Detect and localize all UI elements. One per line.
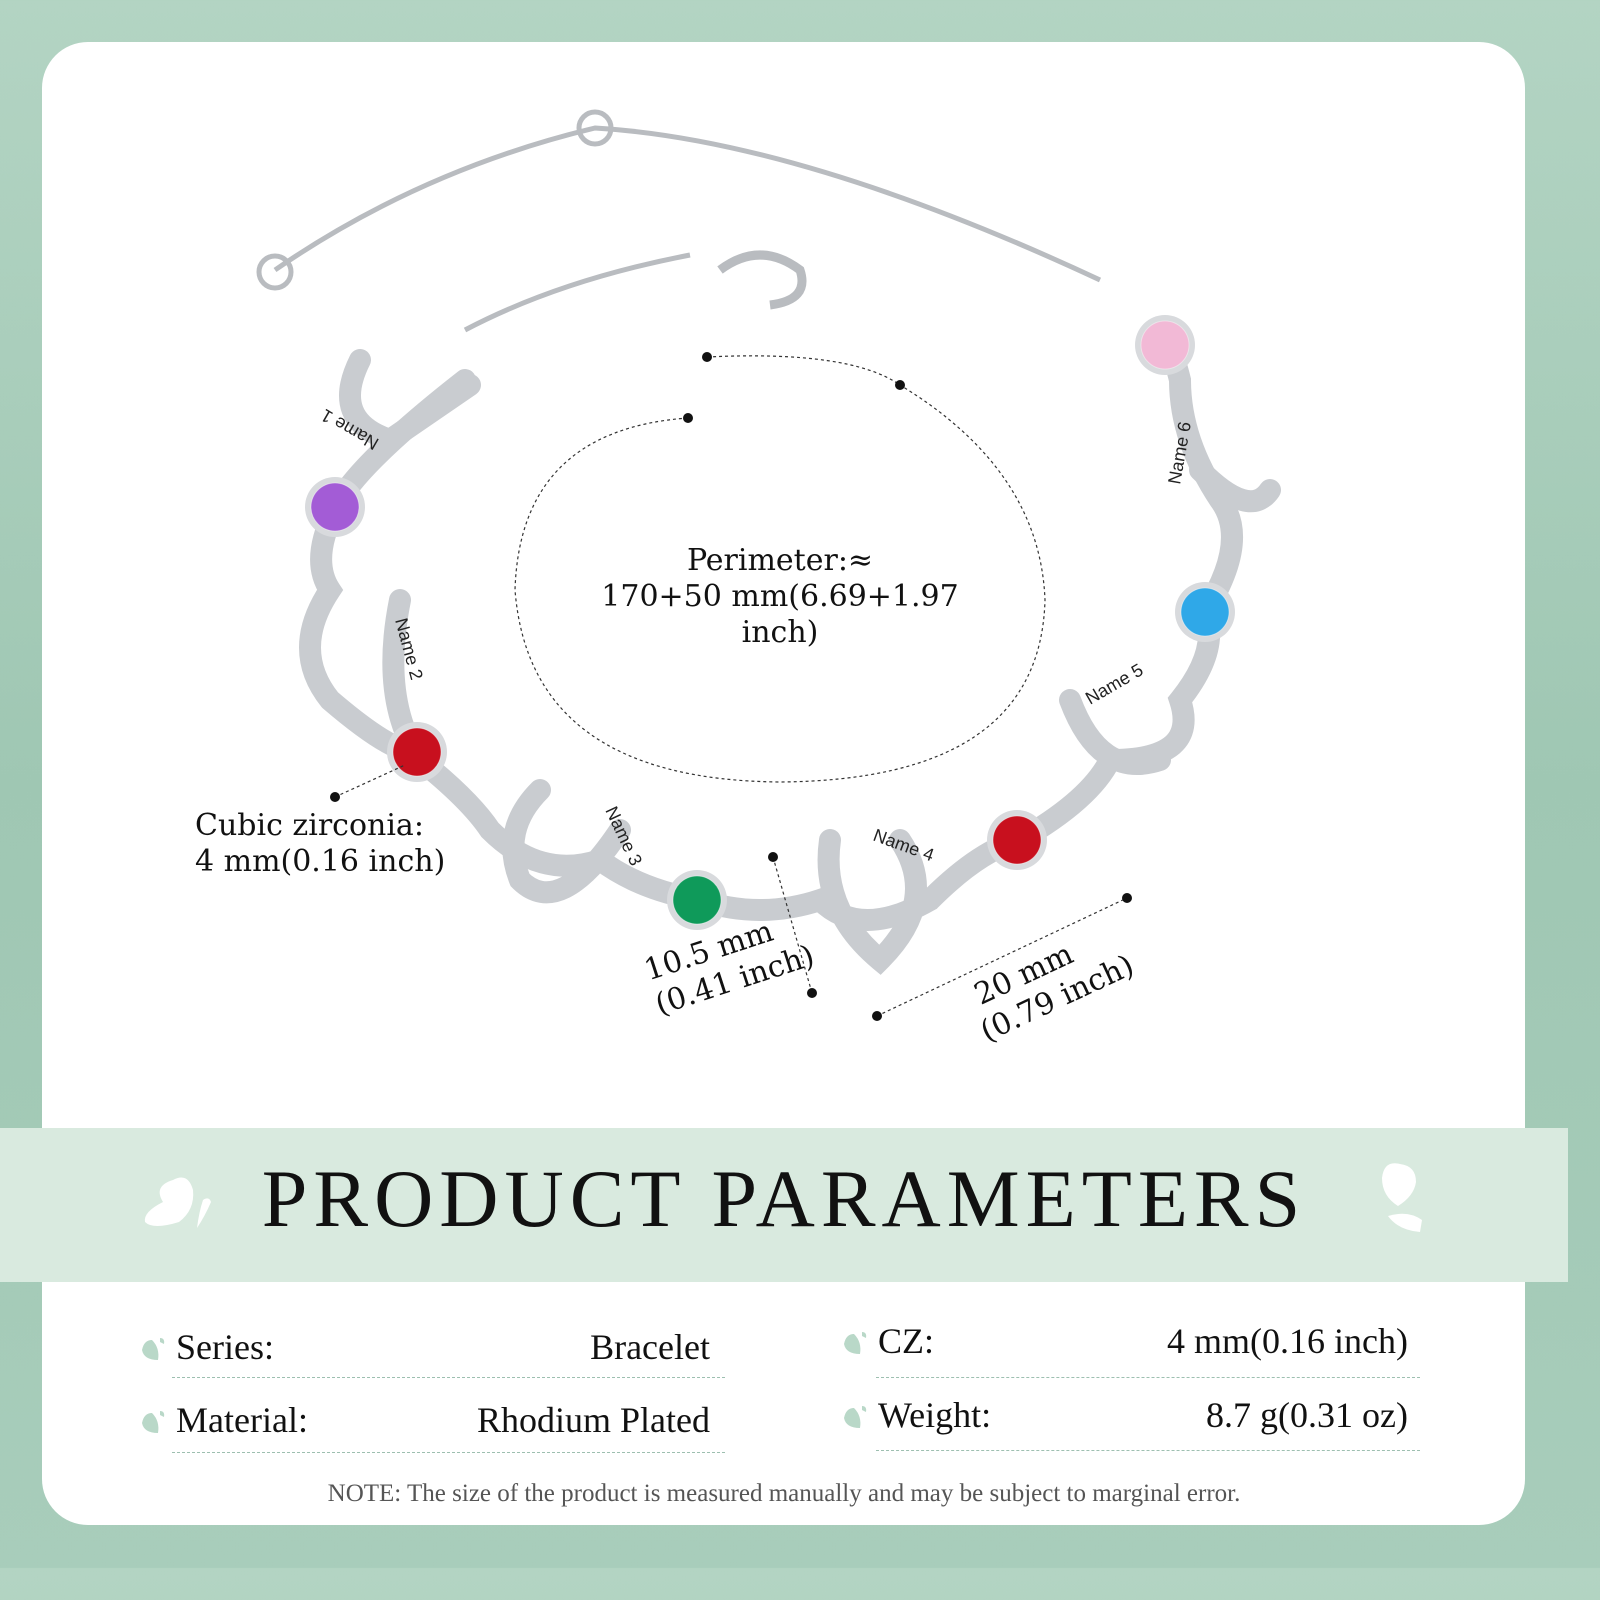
gemstone	[992, 815, 1042, 865]
heart-bullet-icon	[142, 1338, 165, 1360]
param-value: 8.7 g(0.31 oz)	[1206, 1395, 1408, 1435]
page-title: PRODUCT PARAMETERS	[261, 1153, 1307, 1244]
param-row-weight: Weight: 8.7 g(0.31 oz)	[842, 1394, 1408, 1438]
divider	[172, 1452, 725, 1453]
heart-leaf-icon	[1382, 1163, 1422, 1232]
param-label: CZ:	[878, 1321, 935, 1361]
bracelet-image: Name 1 Name 2 Name 3 Name 4 Name 5 Name …	[256, 109, 1281, 1021]
chain	[256, 109, 1102, 333]
gemstone	[392, 727, 442, 777]
cz-annotation: Cubic zirconia: 4 mm(0.16 inch)	[195, 808, 445, 880]
measure-lines	[334, 355, 1128, 1017]
param-row-material: Material: Rhodium Plated	[140, 1399, 710, 1443]
param-value: 4 mm(0.16 inch)	[1167, 1321, 1408, 1361]
heart-bullet-icon	[142, 1411, 165, 1433]
perimeter-annotation: Perimeter:≈ 170+50 mm(6.69+1.97 inch)	[560, 543, 1000, 651]
heart-bullet-icon	[844, 1406, 867, 1428]
param-label: Material:	[176, 1400, 308, 1440]
heart-links	[299, 333, 1281, 975]
gemstone	[1180, 587, 1230, 637]
measure-dots	[330, 352, 1132, 1021]
title-band	[0, 1128, 1568, 1282]
divider	[876, 1377, 1420, 1378]
heart-bullet-icon	[844, 1332, 867, 1354]
param-label: Series:	[176, 1327, 274, 1367]
param-row-cz: CZ: 4 mm(0.16 inch)	[842, 1320, 1408, 1364]
divider	[876, 1450, 1420, 1451]
cz-value: 4 mm(0.16 inch)	[195, 844, 446, 879]
cz-label: Cubic zirconia:	[195, 808, 424, 843]
param-value: Bracelet	[590, 1327, 710, 1367]
gemstone	[1140, 320, 1190, 370]
param-value: Rhodium Plated	[477, 1400, 710, 1440]
param-row-series: Series: Bracelet	[140, 1326, 710, 1370]
heart-leaf-icon	[144, 1177, 211, 1228]
perimeter-value: 170+50 mm(6.69+1.97 inch)	[601, 579, 959, 650]
divider	[172, 1377, 725, 1378]
perimeter-label: Perimeter:≈	[686, 543, 874, 578]
gemstone	[310, 482, 360, 532]
gemstone	[672, 875, 722, 925]
param-label: Weight:	[878, 1395, 992, 1435]
disclaimer-note: NOTE: The size of the product is measure…	[327, 1480, 1241, 1507]
engraving-name-5: Name 5	[1082, 660, 1147, 709]
